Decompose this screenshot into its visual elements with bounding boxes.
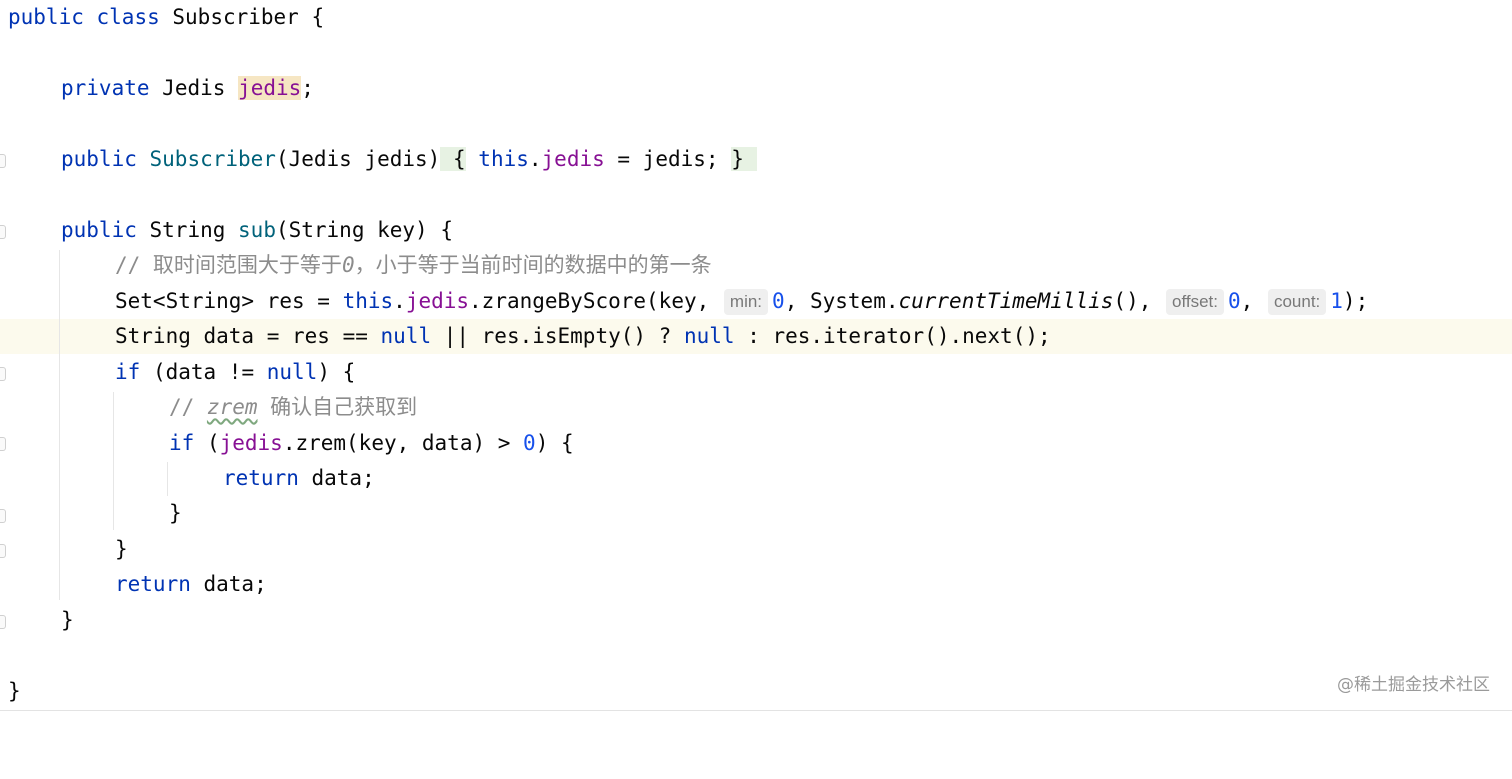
code-text: ) {: [317, 360, 356, 384]
static-call: currentTimeMillis: [898, 289, 1114, 313]
fold-marker-icon[interactable]: [0, 544, 6, 558]
brace: {: [311, 5, 325, 29]
keyword: this: [478, 147, 529, 171]
code-line-18[interactable]: }: [0, 603, 1512, 638]
brace: }: [115, 537, 128, 561]
keyword: null: [266, 360, 318, 384]
dot: .: [528, 147, 542, 171]
code-line-3[interactable]: private Jedis jedis;: [0, 71, 1512, 106]
keyword: null: [683, 324, 735, 348]
code-line-11[interactable]: if (data != null) {: [0, 355, 1512, 390]
params: (Jedis jedis): [275, 147, 441, 171]
code-text: data;: [190, 572, 267, 596]
code-line-20[interactable]: }: [0, 674, 1512, 709]
code-line-1[interactable]: public class Subscriber {: [0, 0, 1512, 35]
code-text: (),: [1113, 289, 1164, 313]
assignment: = jedis;: [604, 147, 719, 171]
type-name: String: [149, 218, 226, 242]
code-line-8[interactable]: // 取时间范围大于等于0，小于等于当前时间的数据中的第一条: [0, 248, 1512, 283]
brace: }: [8, 679, 21, 703]
indent-guide: [167, 462, 168, 496]
keyword: if: [169, 431, 195, 455]
number: 0: [772, 289, 785, 313]
keyword: class: [96, 5, 160, 29]
indent-guide: [113, 392, 114, 530]
keyword: this: [342, 289, 394, 313]
keyword: public: [8, 5, 84, 29]
number: 0: [1228, 289, 1241, 313]
field-jedis: jedis: [541, 147, 605, 171]
code-line-10-current[interactable]: String data = res == null || res.isEmpty…: [0, 319, 1512, 354]
number: 0: [523, 431, 536, 455]
code-text: .zrangeByScore(key,: [469, 289, 722, 313]
comment: 0: [341, 253, 355, 277]
brace: {: [452, 147, 466, 171]
code-line-15[interactable]: }: [0, 496, 1512, 531]
fold-marker-icon[interactable]: [0, 154, 6, 168]
code-text: data;: [298, 466, 375, 490]
code-line-7[interactable]: public String sub(String key) {: [0, 213, 1512, 248]
folded-block-open[interactable]: {: [440, 147, 466, 171]
method-name: sub: [238, 218, 276, 242]
type-name: Jedis: [162, 76, 226, 100]
keyword: private: [61, 76, 150, 100]
fold-marker-icon[interactable]: [0, 509, 6, 523]
code-line-17[interactable]: return data;: [0, 567, 1512, 602]
keyword: if: [115, 360, 141, 384]
code-text: ,: [1240, 289, 1266, 313]
code-text: , System.: [784, 289, 899, 313]
code-text: Set<String> res =: [115, 289, 343, 313]
fold-marker-icon[interactable]: [0, 225, 6, 239]
code-line-12[interactable]: // zrem 确认自己获取到: [0, 390, 1512, 425]
keyword: return: [115, 572, 191, 596]
code-text: );: [1342, 289, 1369, 313]
brace: }: [731, 147, 744, 171]
semicolon: ;: [301, 76, 314, 100]
code-text: ) {: [535, 431, 574, 455]
code-text: String data = res ==: [115, 324, 381, 348]
dot: .: [393, 289, 406, 313]
param-hint-min: min:: [723, 289, 769, 315]
code-text: || res.isEmpty() ?: [431, 324, 684, 348]
keyword: public: [61, 147, 137, 171]
code-line-5[interactable]: public Subscriber(Jedis jedis) { this.je…: [0, 142, 1512, 177]
param-hint-count: count:: [1267, 289, 1327, 315]
field-jedis: jedis: [219, 431, 283, 455]
code-text: (: [194, 431, 220, 455]
field-jedis: jedis: [405, 289, 470, 313]
code-text: (data !=: [140, 360, 267, 384]
code-editor[interactable]: public class Subscriber { private Jedis …: [0, 0, 1512, 713]
signature: (String key) {: [275, 218, 453, 242]
code-line-14[interactable]: return data;: [0, 461, 1512, 496]
code-text: .zrem(key, data) >: [282, 431, 524, 455]
brace: }: [61, 608, 74, 632]
code-text: : res.iterator().next();: [734, 324, 1051, 348]
code-line-9[interactable]: Set<String> res = this.jedis.zrangeBySco…: [0, 284, 1512, 319]
fold-marker-icon[interactable]: [0, 437, 6, 451]
comment: 确认自己获取到: [257, 395, 418, 419]
code-line-16[interactable]: }: [0, 532, 1512, 567]
keyword: public: [61, 218, 137, 242]
brace: }: [169, 501, 182, 525]
comment-typo: zrem: [206, 395, 258, 419]
param-hint-offset: offset:: [1166, 289, 1224, 315]
comment: // 取时间范围大于等于: [115, 253, 342, 277]
fold-marker-icon[interactable]: [0, 615, 6, 629]
comment: ，小于等于当前时间的数据中的第一条: [354, 253, 712, 277]
class-name: Subscriber: [172, 5, 299, 29]
number: 1: [1330, 289, 1343, 313]
watermark: @稀土掘金技术社区: [1337, 675, 1490, 695]
fold-marker-icon[interactable]: [0, 367, 6, 381]
comment: //: [169, 395, 207, 419]
keyword: null: [380, 324, 432, 348]
field-jedis[interactable]: jedis: [238, 76, 302, 100]
keyword: return: [223, 466, 299, 490]
folded-block-close[interactable]: }: [731, 147, 757, 171]
indent-guide: [59, 250, 60, 600]
bottom-divider: [0, 710, 1512, 711]
code-line-13[interactable]: if (jedis.zrem(key, data) > 0) {: [0, 426, 1512, 461]
constructor-name: Subscriber: [149, 147, 276, 171]
